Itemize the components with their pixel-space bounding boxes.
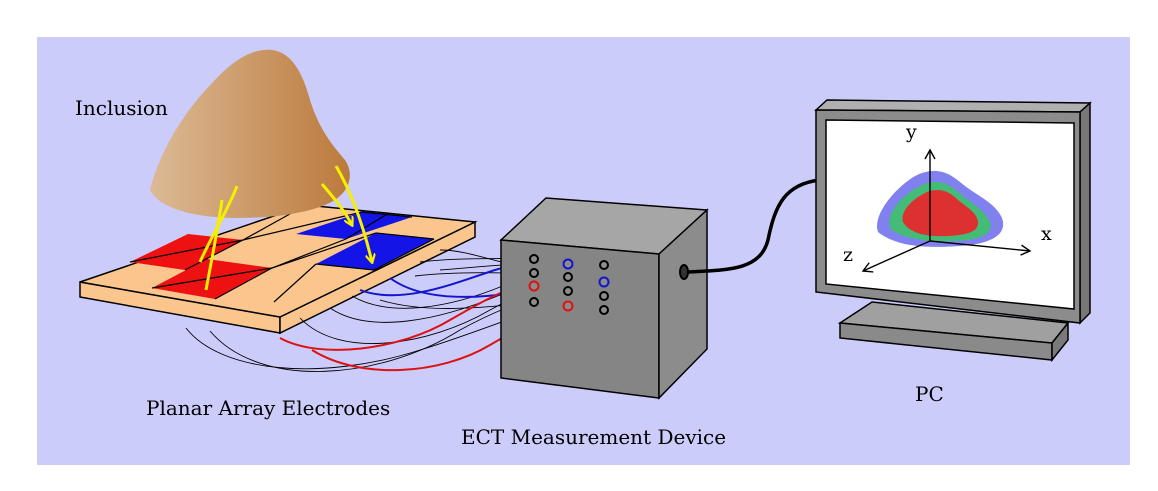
- electrode-blue-2: [316, 233, 434, 270]
- y-axis-label: y: [906, 121, 917, 143]
- x-axis-label: x: [1041, 223, 1052, 245]
- inclusion-label: Inclusion: [75, 96, 168, 120]
- terminal-blue: [598, 276, 610, 288]
- x-axis-line: [929, 240, 1032, 256]
- pc-cable: [687, 178, 821, 274]
- pc-monitor: [814, 99, 1092, 363]
- electrode-grid: [129, 204, 435, 303]
- device-output-port: [679, 264, 689, 280]
- device-front-face: [500, 239, 660, 399]
- terminal-black: [563, 286, 573, 296]
- planar-electrode-array: [79, 204, 478, 335]
- monitor-frame-side: [1079, 101, 1091, 325]
- terminal-black: [529, 254, 539, 264]
- terminal-black: [529, 297, 539, 307]
- ect-device-label: ECT Measurement Device: [461, 425, 727, 449]
- reconstruction-inner: [902, 189, 979, 237]
- electrode-red-2: [152, 259, 272, 299]
- ect-measurement-device: [499, 197, 709, 400]
- electrode-blue-1: [296, 212, 412, 239]
- terminal-blue: [562, 258, 574, 270]
- terminal-black: [599, 291, 609, 301]
- monitor-stand-side: [1051, 320, 1069, 363]
- field-line-4: [334, 165, 372, 262]
- electric-field-lines: [198, 165, 372, 291]
- terminal-black: [599, 260, 609, 270]
- terminal-black: [529, 268, 539, 278]
- z-axis-label: z: [843, 244, 854, 266]
- inclusion-shape: [150, 49, 350, 218]
- terminal-red: [562, 300, 574, 312]
- terminal-black: [599, 305, 609, 315]
- z-axis-line: [861, 240, 931, 273]
- axes: [861, 148, 1032, 273]
- planar-array-label: Planar Array Electrodes: [146, 396, 391, 420]
- terminal-black: [563, 272, 573, 282]
- device-terminals: [528, 254, 610, 315]
- device-side-face: [658, 208, 708, 400]
- terminal-red: [528, 280, 540, 292]
- field-line-2: [204, 199, 224, 291]
- pc-label: PC: [915, 382, 944, 406]
- field-line-3: [320, 183, 352, 225]
